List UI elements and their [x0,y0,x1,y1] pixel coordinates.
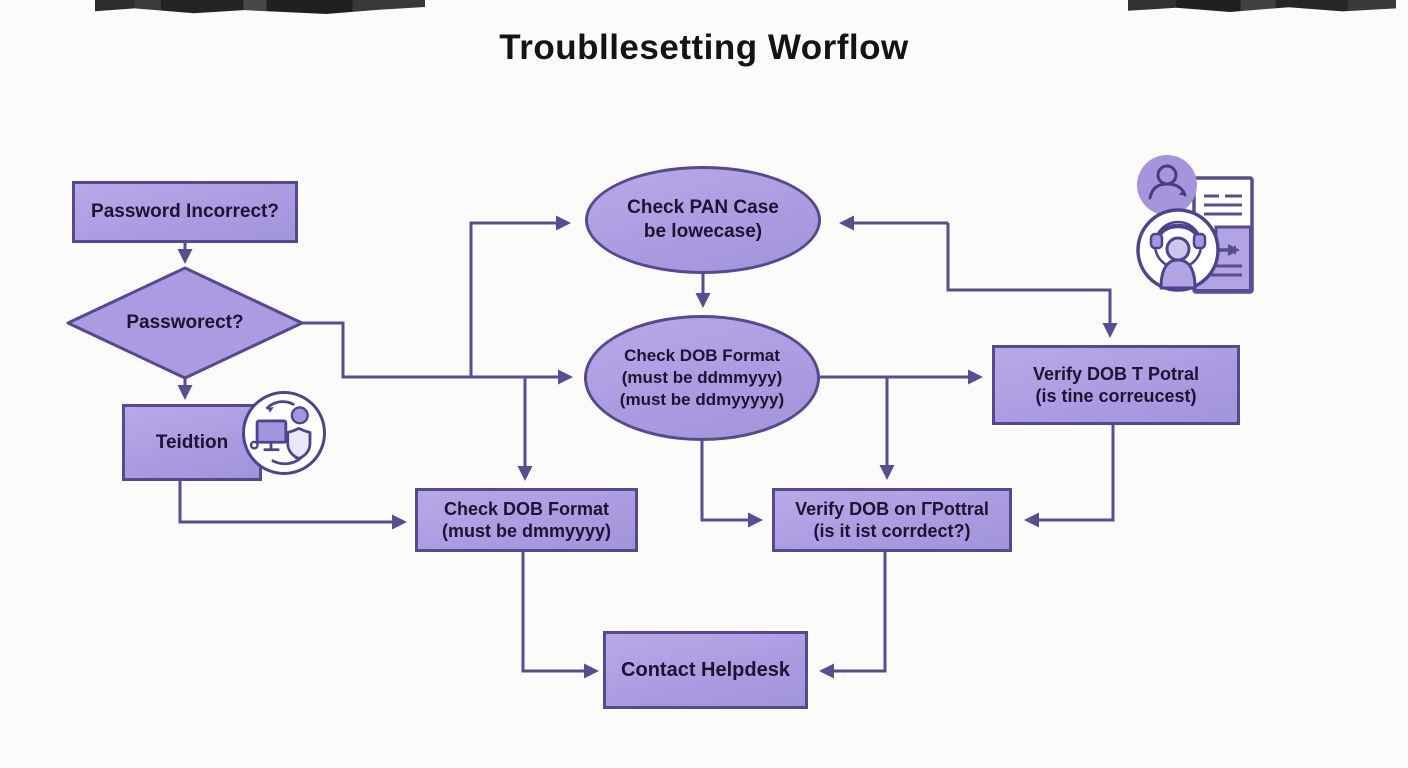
connector-dob-lower-to-helpdesk [521,552,599,679]
connector-teidtion-to-dob-lower [178,481,407,530]
secure-sync-icon-art [249,400,312,466]
node-check-dob-format-lower: Check DOB Format (must be dmmyyyy) [415,488,638,552]
node-label-line: (must be ddmyyyyy) [619,390,785,410]
support-illustration [1130,148,1260,298]
node-label-line: Teidtion [155,431,229,453]
node-label-line: Verify DOB T Potral [1032,363,1200,384]
node-verify-dob-portal-lower: Verify DOB on ΓPottral (is it ist corrde… [772,488,1012,552]
node-label-line: Check DOB Format [624,345,780,365]
node-teidtion: Teidtion [122,404,262,481]
node-label-line: Contact Helpdesk [621,658,790,681]
node-verify-dob-portal-right: Verify DOB T Potral (is tine correucest) [992,345,1240,425]
node-label-line: (must be dmmyyyy) [441,521,612,541]
node-password-decision-label: Passworect? [95,306,275,340]
node-password-incorrect: Password Incorrect? [72,181,298,243]
node-label-line: Verify DOB on ΓPottral [795,498,989,519]
node-label-line: Check DOB Format [443,498,610,519]
connector-dob-ellipse-to-verify-lower [700,440,763,528]
node-label-line: Password Incorrect? [91,201,279,223]
connector-right-to-verify-right [946,223,1118,338]
node-label-line: (must be ddmmyyy) [621,367,783,387]
top-edge-artifact-left [95,0,425,14]
node-check-pan-case: Check PAN Case be lowecase) [585,166,821,274]
connector-verify-right-to-verify-lower [1024,425,1115,528]
node-label-line: be lowecase) [643,221,763,242]
user-icon [1137,155,1197,215]
top-edge-artifact-right [1128,0,1396,12]
node-label-line: Passworect? [126,312,244,334]
node-check-dob-format-main: Check DOB Format (must be ddmmyyy) (must… [584,315,820,441]
page-title: Troubllesetting Worflow [499,28,909,67]
node-label-line: (is it ist corrdect?) [813,521,971,541]
node-contact-helpdesk: Contact Helpdesk [603,631,808,709]
node-label-line: (is tine correucest) [1035,386,1197,406]
connector-verify-lower-to-helpdesk [819,552,887,679]
support-agent-icon [1136,208,1220,292]
node-label-line: Check PAN Case [627,197,779,219]
connector-decision-to-dob-ellipse [302,321,573,385]
support-illustration-art [1136,155,1254,294]
secure-sync-icon [242,391,326,475]
connector-branch-to-pan-ellipse [469,215,571,377]
